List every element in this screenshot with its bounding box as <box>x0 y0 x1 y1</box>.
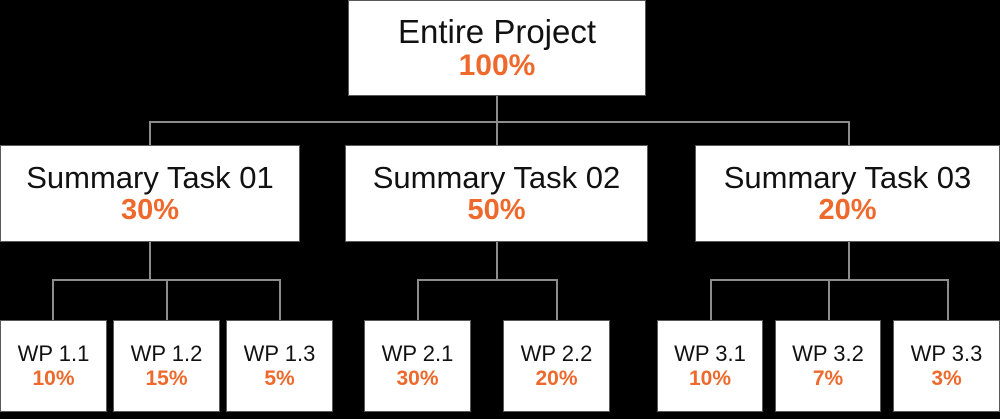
connector-level2-bus <box>149 121 850 123</box>
connector-drop-summary-03 <box>848 121 850 146</box>
node-percent: 10% <box>32 366 75 390</box>
connector-drop-summary-02 <box>496 121 498 146</box>
node-title: WP 3.3 <box>910 340 983 366</box>
connector-drop-wp-1-2 <box>166 279 168 321</box>
node-percent: 3% <box>931 366 962 390</box>
connector-drop-wp-3-2 <box>828 279 830 321</box>
node-percent: 100% <box>458 49 536 83</box>
node-title: WP 3.2 <box>792 340 864 366</box>
node-title: WP 2.2 <box>520 340 593 366</box>
connector-summary-02-stem <box>496 242 498 281</box>
node-wp-2-2[interactable]: WP 2.2 20% <box>503 320 610 412</box>
node-percent: 7% <box>812 366 844 390</box>
node-wp-3-2[interactable]: WP 3.2 7% <box>775 320 881 412</box>
node-summary-task-01[interactable]: Summary Task 01 30% <box>0 145 300 242</box>
node-title: WP 1.2 <box>130 340 203 366</box>
node-wp-1-3[interactable]: WP 1.3 5% <box>226 320 333 412</box>
connector-drop-wp-1-1 <box>52 279 54 321</box>
node-summary-task-03[interactable]: Summary Task 03 20% <box>695 145 1000 242</box>
node-title: WP 3.1 <box>674 340 746 366</box>
connector-drop-wp-3-1 <box>710 279 712 321</box>
connector-root-stem <box>496 96 498 123</box>
node-percent: 30% <box>120 194 180 227</box>
node-wp-1-2[interactable]: WP 1.2 15% <box>113 320 220 412</box>
node-entire-project[interactable]: Entire Project 100% <box>348 0 646 96</box>
node-title: Summary Task 03 <box>723 159 972 195</box>
node-title: Summary Task 01 <box>26 159 274 195</box>
node-title: WP 1.3 <box>243 340 316 366</box>
connector-summary-03-stem <box>848 242 850 281</box>
connector-group-2-bus <box>417 279 558 281</box>
node-percent: 20% <box>818 194 877 227</box>
node-percent: 50% <box>467 194 526 227</box>
node-wp-3-1[interactable]: WP 3.1 10% <box>657 320 763 412</box>
node-title: Entire Project <box>397 12 597 50</box>
node-wp-2-1[interactable]: WP 2.1 30% <box>364 320 471 412</box>
node-wp-1-1[interactable]: WP 1.1 10% <box>0 320 107 412</box>
connector-drop-wp-1-3 <box>279 279 281 321</box>
node-summary-task-02[interactable]: Summary Task 02 50% <box>345 145 648 242</box>
node-percent: 15% <box>145 366 188 390</box>
node-title: WP 1.1 <box>17 340 90 366</box>
node-percent: 20% <box>535 366 578 390</box>
connector-drop-summary-01 <box>149 121 151 146</box>
connector-drop-wp-3-3 <box>947 279 949 321</box>
connector-summary-01-stem <box>149 242 151 281</box>
node-percent: 10% <box>688 366 732 390</box>
connector-drop-wp-2-1 <box>417 279 419 321</box>
node-wp-3-3[interactable]: WP 3.3 3% <box>893 320 1000 412</box>
node-title: Summary Task 02 <box>372 159 621 195</box>
node-title: WP 2.1 <box>381 340 454 366</box>
node-percent: 30% <box>396 366 439 390</box>
connector-drop-wp-2-2 <box>556 279 558 321</box>
node-percent: 5% <box>264 366 295 390</box>
